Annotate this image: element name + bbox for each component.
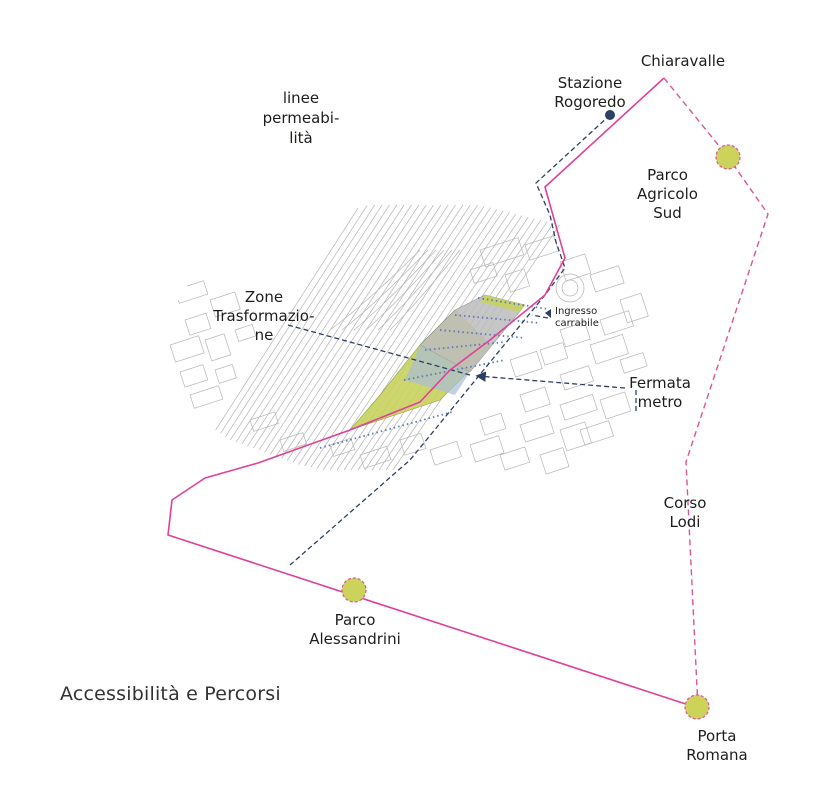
city-block bbox=[589, 334, 629, 365]
label-corso-lodi: Corso Lodi bbox=[663, 494, 707, 531]
city-block bbox=[399, 432, 427, 456]
rail-track bbox=[336, 205, 515, 471]
label-linee-permeabilita: linee permeabi- lità bbox=[262, 89, 340, 147]
city-block bbox=[559, 365, 594, 391]
city-block bbox=[179, 364, 209, 388]
ingresso-arrow bbox=[545, 309, 551, 318]
city-block bbox=[579, 420, 614, 446]
city-block bbox=[559, 321, 591, 348]
label-ingresso-carrabile: Ingresso carrabile bbox=[555, 306, 599, 329]
city-block bbox=[559, 394, 598, 421]
transformation-area-blue bbox=[405, 345, 470, 395]
rail-track bbox=[203, 205, 375, 471]
city-block bbox=[504, 268, 531, 293]
pedestrian-path bbox=[287, 114, 637, 566]
city-block bbox=[429, 440, 463, 466]
rail-track bbox=[273, 205, 449, 471]
rail-siding bbox=[329, 249, 421, 331]
rail-track bbox=[238, 205, 412, 471]
city-block bbox=[519, 386, 551, 413]
rail-track bbox=[266, 205, 442, 471]
city-block bbox=[359, 445, 392, 469]
city-block bbox=[469, 435, 505, 463]
city-block bbox=[539, 342, 569, 366]
rail-track bbox=[287, 205, 464, 471]
rail-siding bbox=[365, 249, 445, 331]
city-block bbox=[249, 411, 279, 432]
rail-siding bbox=[353, 249, 437, 331]
label-stazione-rogoredo: Stazione Rogoredo bbox=[554, 74, 626, 111]
rail-siding bbox=[389, 249, 461, 331]
city-block bbox=[214, 363, 237, 384]
rail-siding bbox=[377, 249, 453, 331]
city-block bbox=[234, 323, 257, 342]
rail-track bbox=[301, 205, 478, 471]
label-fermata-metro: Fermata metro bbox=[629, 374, 691, 411]
city-block bbox=[524, 235, 559, 261]
city-block bbox=[479, 237, 525, 268]
city-block bbox=[204, 333, 232, 362]
rail-track bbox=[322, 205, 500, 471]
rail-track bbox=[259, 205, 434, 471]
roundabout bbox=[555, 273, 585, 303]
city-block bbox=[469, 262, 498, 284]
city-block bbox=[539, 447, 570, 475]
city-block bbox=[479, 412, 507, 436]
city-block bbox=[619, 292, 649, 324]
rail-track bbox=[210, 205, 383, 471]
city-block bbox=[329, 437, 356, 457]
rail-track bbox=[231, 205, 405, 471]
transformation-area-strip bbox=[480, 295, 525, 312]
main-route bbox=[167, 77, 699, 709]
parco-alessandrini-node bbox=[341, 577, 367, 603]
city-block bbox=[599, 391, 632, 420]
city-block bbox=[559, 421, 592, 452]
rail-track bbox=[217, 205, 390, 471]
city-block bbox=[619, 352, 648, 374]
city-block bbox=[499, 446, 531, 471]
city-block bbox=[599, 310, 634, 336]
city-block bbox=[209, 291, 241, 318]
page-title: Accessibilità e Percorsi bbox=[60, 683, 281, 705]
label-chiaravalle: Chiaravalle bbox=[640, 52, 726, 70]
secondary-route-dashed bbox=[663, 77, 769, 709]
rail-track bbox=[308, 205, 486, 471]
city-block bbox=[189, 385, 224, 409]
city-block bbox=[589, 265, 625, 293]
park-nodes bbox=[341, 144, 741, 720]
rail-track bbox=[252, 205, 427, 471]
stazione-rogoredo-node bbox=[605, 110, 615, 120]
label-porta-romana: Porta Romana bbox=[686, 727, 748, 764]
rail-track bbox=[196, 205, 368, 471]
permeability-lines bbox=[319, 297, 549, 449]
label-parco-agricolo-sud: Parco Agricolo Sud bbox=[637, 166, 698, 222]
rail-track bbox=[294, 205, 471, 471]
parco-agricolo-node bbox=[715, 144, 741, 170]
rail-track bbox=[224, 205, 398, 471]
city-block bbox=[169, 335, 205, 363]
city-block bbox=[519, 415, 555, 443]
porta-romana-node bbox=[684, 694, 710, 720]
rail-track bbox=[280, 205, 456, 471]
city-block bbox=[174, 280, 209, 304]
city-block bbox=[279, 432, 307, 452]
rail-track bbox=[189, 205, 361, 471]
label-zone-trasformazione: Zone Trasformazio- ne bbox=[213, 288, 315, 344]
city-block bbox=[184, 312, 212, 336]
city-block bbox=[509, 350, 543, 378]
label-parco-alessandrini: Parco Alessandrini bbox=[309, 611, 401, 648]
rail-track bbox=[245, 205, 420, 471]
roundabout bbox=[561, 279, 579, 297]
rail-siding bbox=[341, 249, 429, 331]
rail-track bbox=[315, 205, 493, 471]
